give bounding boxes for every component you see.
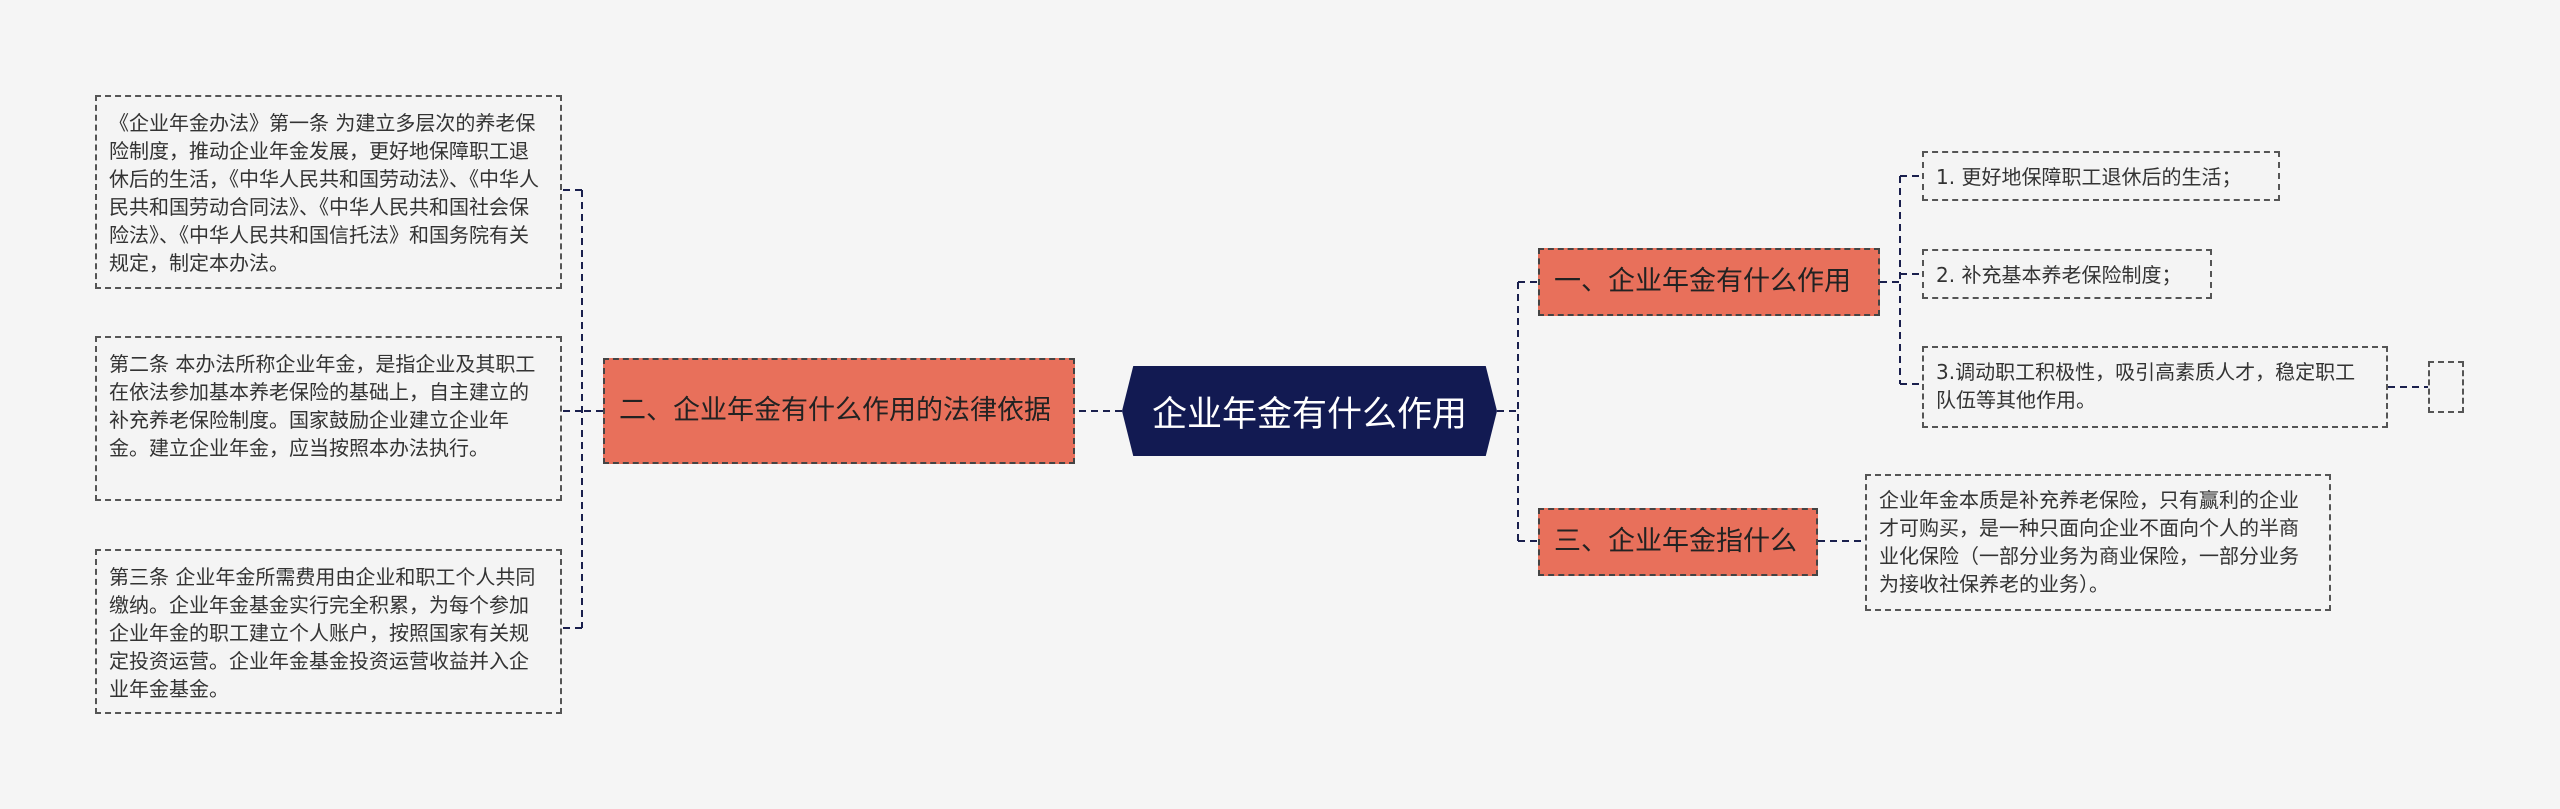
- link-root-branches: [1497, 281, 1538, 542]
- root-label: 企业年金有什么作用: [1151, 394, 1467, 435]
- what-definition[interactable]: 企业年金本质是补充养老保险，只有赢利的企业才可购买，是一种只面向企业不面向个人的…: [1865, 474, 2331, 611]
- role-item-3-child[interactable]: [2428, 361, 2464, 413]
- role-item-2[interactable]: 2. 补充基本养老保险制度；: [1922, 249, 2212, 299]
- branch-label: 二、企业年金有什么作用的法律依据: [619, 395, 1051, 426]
- link-role-leaves: [1880, 175, 1922, 385]
- root-node[interactable]: 企业年金有什么作用: [1122, 366, 1497, 456]
- role-item-3[interactable]: 3.调动职工积极性，吸引高素质人才，稳定职工队伍等其他作用。: [1922, 346, 2388, 428]
- legal-article-3[interactable]: 第三条 企业年金所需费用由企业和职工个人共同缴纳。企业年金基金实行完全积累，为每…: [95, 549, 562, 714]
- legal-article-1[interactable]: 《企业年金办法》第一条 为建立多层次的养老保险制度，推动企业年金发展，更好地保障…: [95, 95, 562, 289]
- branch-what[interactable]: 三、企业年金指什么: [1538, 508, 1818, 576]
- branch-label: 一、企业年金有什么作用: [1554, 266, 1851, 297]
- link-basis-leaves: [562, 189, 603, 629]
- branch-role[interactable]: 一、企业年金有什么作用: [1538, 248, 1880, 316]
- branch-legal-basis[interactable]: 二、企业年金有什么作用的法律依据: [603, 358, 1075, 464]
- legal-article-2[interactable]: 第二条 本办法所称企业年金，是指企业及其职工在依法参加基本养老保险的基础上，自主…: [95, 336, 562, 501]
- branch-label: 三、企业年金指什么: [1554, 526, 1797, 557]
- role-item-1[interactable]: 1. 更好地保障职工退休后的生活；: [1922, 151, 2280, 201]
